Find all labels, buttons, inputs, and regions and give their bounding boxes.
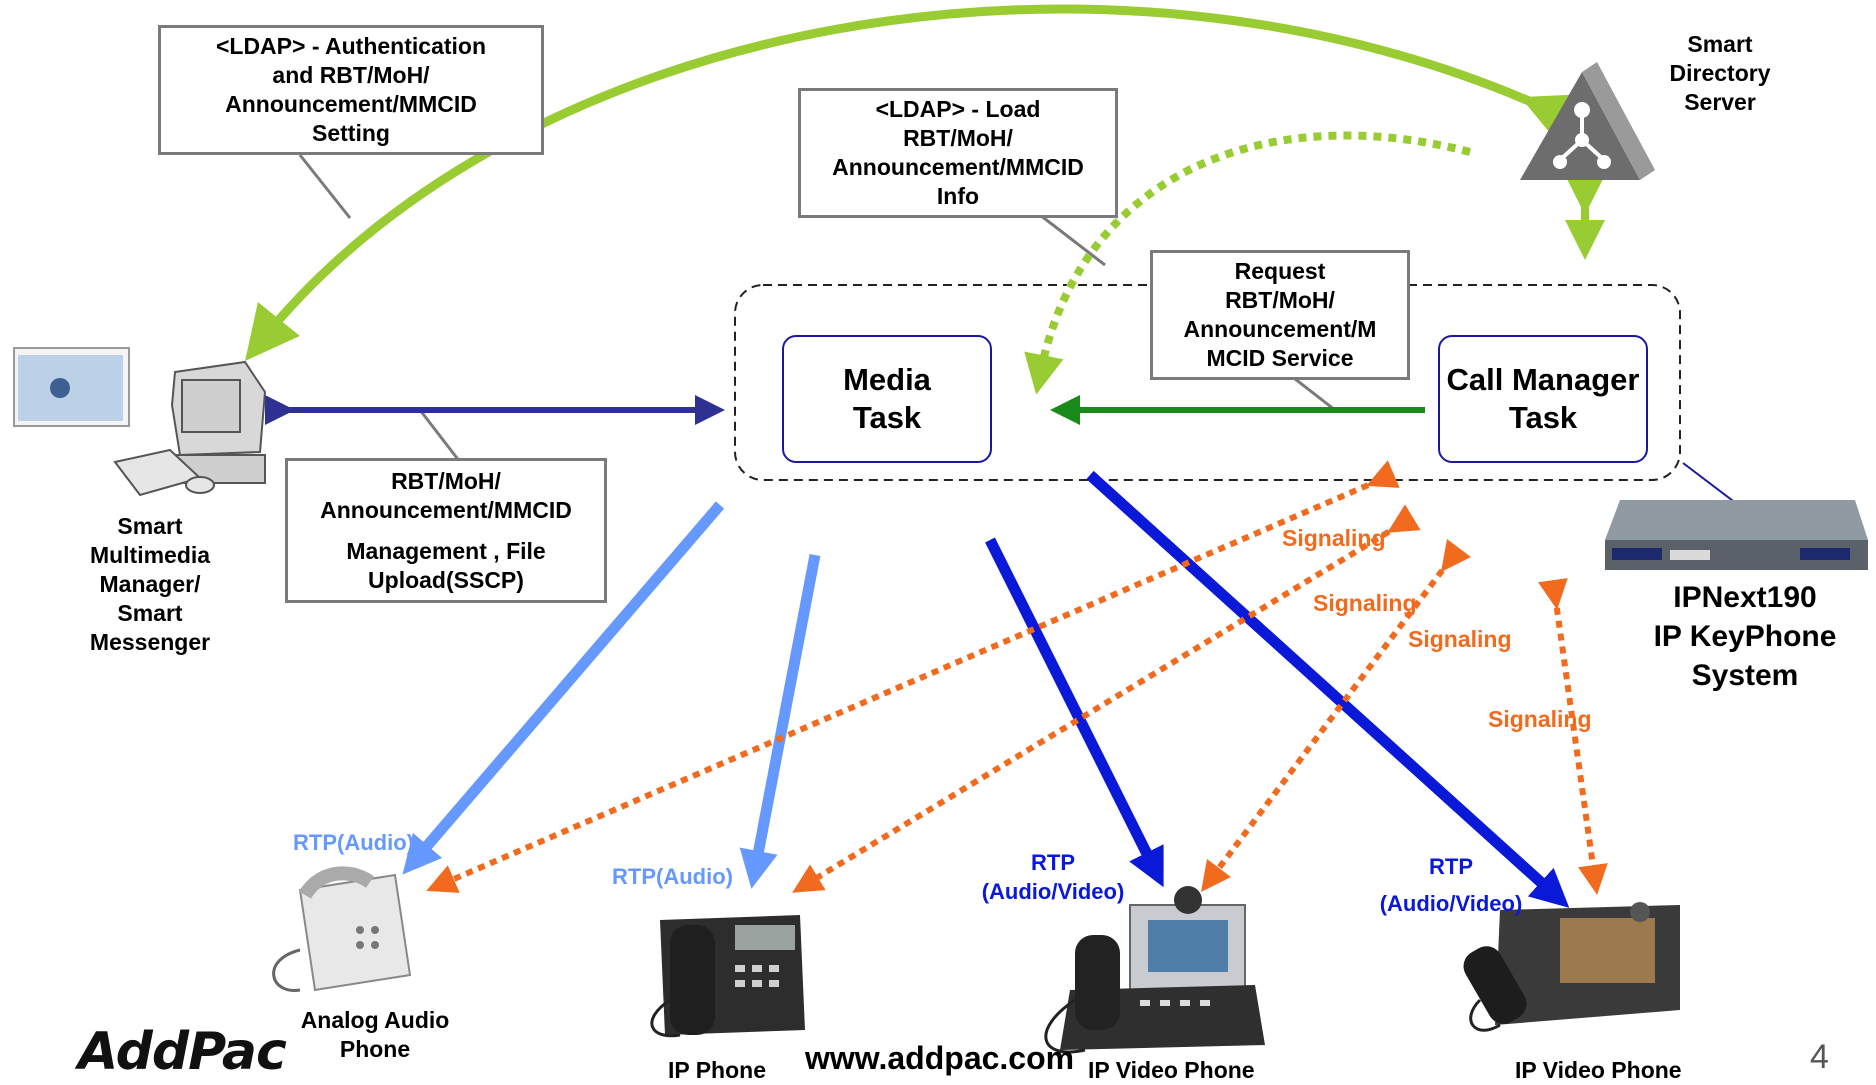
- ldap-load-line-4: Info: [936, 183, 980, 209]
- manager-label-line-2: Multimedia: [89, 542, 211, 568]
- ipnext-label: IPNext190 IP KeyPhone System: [1630, 578, 1860, 695]
- ldap-load-line-1: <LDAP> - Load: [875, 96, 1041, 122]
- rtp-video-2-line-2: (Audio/Video): [1379, 891, 1523, 916]
- management-line-4: Upload(SSCP): [368, 566, 524, 593]
- rtp-audio-label-1: RTP(Audio): [293, 830, 414, 855]
- ip-video-phone-2-icon: [1463, 902, 1680, 1032]
- addpac-logo: AddPac: [78, 1022, 287, 1082]
- analog-phone-label: Analog Audio Phone: [290, 1006, 460, 1064]
- ldap-auth-line-2: and RBT/MoH/: [272, 62, 430, 88]
- media-task-line-1: Media: [843, 362, 931, 397]
- rtp-video-2-line-1: RTP: [1429, 854, 1473, 879]
- call-manager-line-2: Task: [1508, 400, 1578, 435]
- ldap-auth-line-3: Announcement/MMCID: [225, 91, 477, 117]
- request-callout: Request RBT/MoH/ Announcement/M MCID Ser…: [1150, 250, 1410, 380]
- call-manager-line-1: Call Manager: [1446, 362, 1640, 397]
- request-line-3: Announcement/M: [1183, 316, 1377, 342]
- ldap-load-line-3: Announcement/MMCID: [832, 154, 1084, 180]
- analog-label-line-2: Phone: [339, 1036, 411, 1062]
- ip-video-phone-1-icon: [1044, 886, 1265, 1054]
- rtp-audio-arrow-2: [739, 553, 821, 889]
- rtp-video-label-1: RTP (Audio/Video): [974, 848, 1132, 906]
- ip-video-phone-2-label: IP Video Phone: [1515, 1057, 1682, 1083]
- analog-label-line-1: Analog Audio: [300, 1007, 450, 1033]
- management-callout: RBT/MoH/ Announcement/MMCID Management ,…: [285, 458, 607, 603]
- ldap-auth-leader: [298, 154, 352, 219]
- ldap-auth-line-4: Setting: [312, 120, 390, 146]
- directory-label-line-2: Directory: [1669, 60, 1771, 86]
- signaling-arrow-4: [1538, 578, 1608, 895]
- ipnext-label-line-3: System: [1691, 659, 1799, 692]
- ip-phone-icon: [650, 915, 805, 1038]
- signaling-label-3: Signaling: [1408, 626, 1512, 652]
- signaling-arrow-3: [1201, 539, 1471, 892]
- smart-manager-label: Smart Multimedia Manager/ Smart Messenge…: [70, 512, 230, 657]
- management-line-3: Management , File: [346, 537, 546, 564]
- management-line-2: Announcement/MMCID: [320, 496, 572, 523]
- analog-phone-icon: [272, 866, 412, 992]
- ldap-auth-arrow: [245, 4, 1581, 362]
- ldap-load-leader: [1039, 213, 1106, 267]
- ipnext-label-line-1: IPNext190: [1673, 581, 1817, 614]
- ldap-load-arrow: [1024, 131, 1472, 395]
- media-task-box: Media Task: [782, 335, 992, 463]
- ldap-auth-callout: <LDAP> - Authentication and RBT/MoH/ Ann…: [158, 25, 544, 155]
- computer-icon: [13, 347, 267, 497]
- signaling-label-2: Signaling: [1313, 590, 1417, 616]
- signaling-arrow-2: [792, 504, 1421, 893]
- manager-label-line-4: Smart: [117, 600, 183, 626]
- signaling-label-1: Signaling: [1282, 525, 1386, 551]
- media-task-line-2: Task: [852, 400, 922, 435]
- management-leader: [418, 409, 462, 463]
- manager-label-line-3: Manager/: [99, 571, 201, 597]
- request-line-1: Request: [1234, 258, 1326, 284]
- request-line-4: MCID Service: [1206, 345, 1354, 371]
- request-line-2: RBT/MoH/: [1225, 287, 1335, 313]
- directory-server-icon: [1520, 62, 1655, 180]
- page-number: 4: [1810, 1038, 1829, 1076]
- ip-video-phone-1-label: IP Video Phone: [1088, 1057, 1255, 1083]
- ldap-load-callout: <LDAP> - Load RBT/MoH/ Announcement/MMCI…: [798, 88, 1118, 218]
- directory-server-label: Smart Directory Server: [1660, 30, 1780, 117]
- directory-label-line-3: Server: [1684, 89, 1756, 115]
- rtp-video-label-2: RTP (Audio/Video): [1372, 848, 1530, 922]
- ldap-load-line-2: RBT/MoH/: [903, 125, 1013, 151]
- manager-label-line-5: Messenger: [89, 629, 211, 655]
- request-leader: [1289, 373, 1336, 412]
- management-line-1: RBT/MoH/: [391, 467, 501, 494]
- rtp-audio-label-2: RTP(Audio): [612, 864, 733, 889]
- call-manager-task-box: Call Manager Task: [1438, 335, 1648, 463]
- rtp-video-1-line-1: RTP: [1031, 850, 1075, 875]
- signaling-label-4: Signaling: [1488, 706, 1592, 732]
- directory-label-line-1: Smart: [1687, 31, 1753, 57]
- ldap-auth-line-1: <LDAP> - Authentication: [215, 33, 487, 59]
- ipnext190-device-icon: [1605, 500, 1868, 570]
- manager-label-line-1: Smart: [117, 513, 183, 539]
- website-url[interactable]: www.addpac.com: [805, 1040, 1075, 1076]
- ip-phone-label: IP Phone: [668, 1057, 766, 1083]
- ipnext-label-line-2: IP KeyPhone: [1653, 620, 1837, 653]
- rtp-video-arrow-1: [985, 537, 1164, 888]
- rtp-video-1-line-2: (Audio/Video): [981, 879, 1125, 904]
